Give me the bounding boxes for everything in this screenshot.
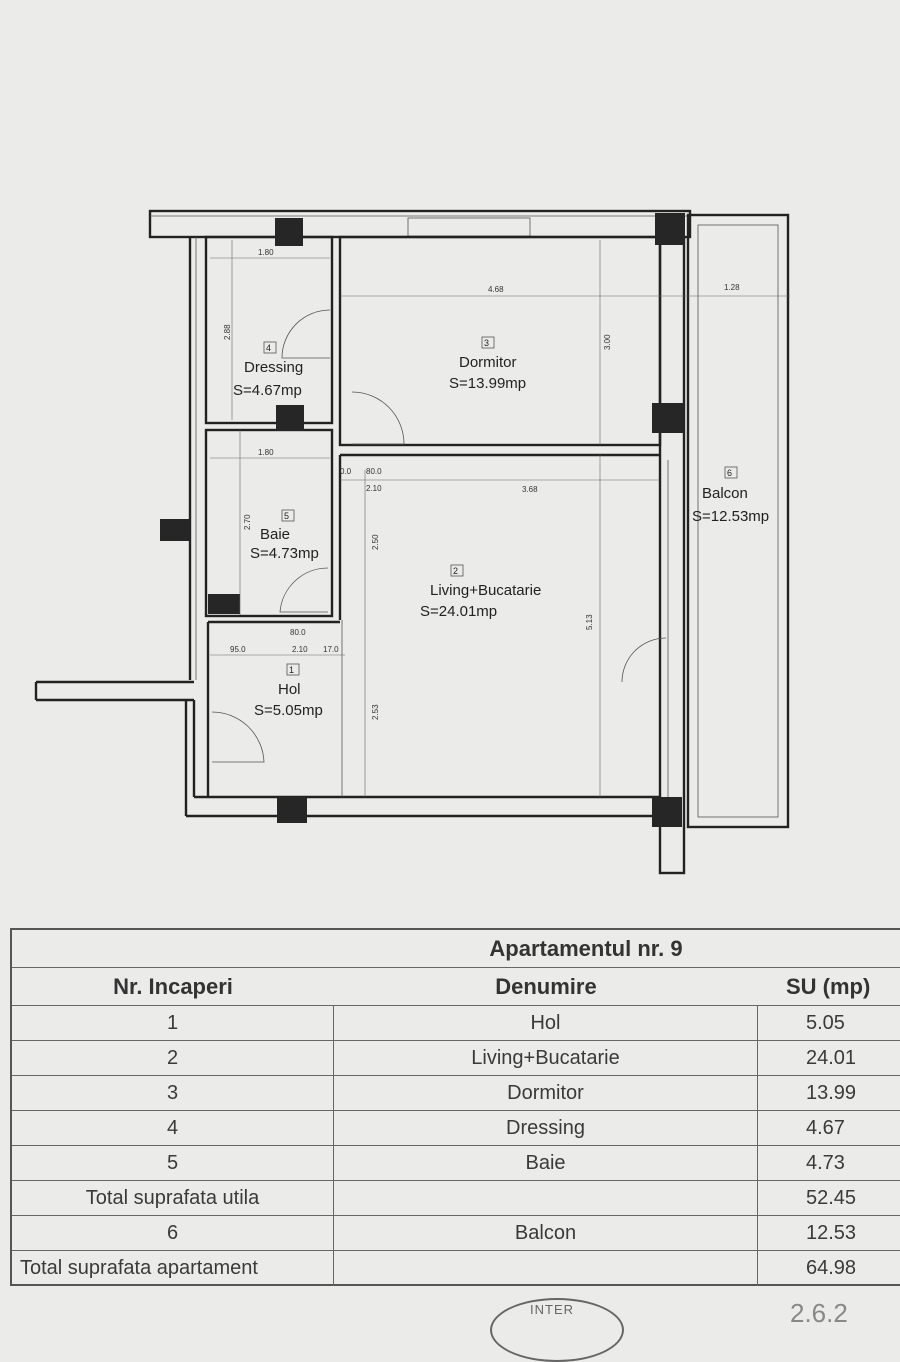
room-num-dressing: 4	[266, 343, 271, 353]
facade-wall	[658, 235, 686, 875]
dim-baie-w: 1.80	[258, 448, 274, 457]
cell-nr: 3	[12, 1076, 334, 1110]
door-entrance	[211, 711, 265, 763]
cell-name	[334, 1251, 758, 1286]
room-area-balcon: S=12.53mp	[692, 508, 769, 525]
dim-balcon-w: 1.28	[724, 283, 740, 292]
balcony-outline	[686, 213, 790, 829]
cell-su: 4.67	[806, 1116, 845, 1139]
table-title-row: Apartamentul nr. 9	[12, 930, 900, 968]
door-balcon	[621, 637, 667, 683]
room-num-living: 2	[453, 566, 458, 576]
dim-corr-w: 2.10	[366, 484, 382, 493]
cell-name: Living+Bucatarie	[334, 1041, 758, 1075]
stamp-text: INTER	[530, 1302, 574, 1317]
door-dormitor	[351, 391, 405, 445]
cell-name: Dormitor	[334, 1076, 758, 1110]
cell-total-apt-label: Total suprafata apartament	[12, 1251, 334, 1286]
cell-nr: 6	[12, 1216, 334, 1250]
door-dressing	[281, 309, 331, 359]
room-name-dormitor: Dormitor	[459, 354, 517, 371]
room-num-baie: 5	[284, 511, 289, 521]
room-name-baie: Baie	[260, 526, 290, 543]
cell-nr: 4	[12, 1111, 334, 1145]
dim-hol-c: 2.10	[292, 645, 308, 654]
room-name-balcon: Balcon	[702, 485, 748, 502]
cell-su: 12.53	[806, 1221, 857, 1244]
room-name-living: Living+Bucatarie	[430, 582, 541, 599]
table-row: 5 Baie 4.73	[12, 1146, 900, 1181]
dim-hol-b: 80.0	[290, 628, 306, 637]
door-baie	[279, 567, 329, 613]
dim-dressing-w: 1.80	[258, 248, 274, 257]
room-name-dressing: Dressing	[244, 359, 303, 376]
room-baie-outline	[204, 428, 334, 618]
cell-su: 64.98	[806, 1257, 857, 1279]
table-header-row: Nr. Incaperi Denumire SU (mp)	[12, 968, 900, 1006]
table-row: 3 Dormitor 13.99	[12, 1076, 900, 1111]
table-row: 2 Living+Bucatarie 24.01	[12, 1041, 900, 1076]
table-row: 1 Hol 5.05	[12, 1006, 900, 1041]
window-dormitor	[407, 217, 531, 237]
room-dormitor-outline	[338, 235, 662, 447]
header-nr: Nr. Incaperi	[113, 973, 233, 999]
cell-su: 24.01	[806, 1046, 857, 1069]
dim-hol-a: 95.0	[230, 645, 246, 654]
dim-dormitor-w: 4.68	[488, 285, 504, 294]
table-row: 4 Dressing 4.67	[12, 1111, 900, 1146]
room-num-dormitor: 3	[484, 338, 489, 348]
floor-plan: 1.80 2.88 4.68 3.00 1.28 1.80 2.70 0.0 8…	[34, 209, 790, 875]
corner-text: 2.6.2	[790, 1298, 848, 1328]
cell-su: 13.99	[806, 1081, 857, 1104]
table-row: 6 Balcon 12.53	[12, 1216, 900, 1251]
area-table: Apartamentul nr. 9 Nr. Incaperi Denumire…	[10, 928, 900, 1286]
room-num-hol: 1	[289, 665, 294, 675]
room-area-baie: S=4.73mp	[250, 545, 319, 562]
cell-su: 5.05	[806, 1011, 845, 1034]
room-dressing-outline	[204, 235, 334, 425]
room-num-balcon: 6	[727, 468, 732, 478]
header-su: SU (mp)	[786, 973, 871, 999]
cell-name: Hol	[334, 1006, 758, 1040]
cell-su: 52.45	[806, 1186, 857, 1209]
table-title: Apartamentul nr. 9	[489, 935, 683, 961]
cell-name: Balcon	[334, 1216, 758, 1250]
header-denumire: Denumire	[495, 973, 597, 999]
dim-living-h1: 2.50	[371, 534, 380, 550]
room-area-dressing: S=4.67mp	[233, 382, 302, 399]
room-area-living: S=24.01mp	[420, 603, 497, 620]
cell-name: Baie	[334, 1146, 758, 1180]
cell-name: Dressing	[334, 1111, 758, 1145]
dim-door-b: 80.0	[366, 467, 382, 476]
cell-su: 4.73	[806, 1151, 845, 1174]
dim-baie-h: 2.70	[243, 514, 252, 530]
table-row-total-apt: Total suprafata apartament 64.98	[12, 1251, 900, 1286]
cell-total-util-label: Total suprafata utila	[12, 1181, 334, 1215]
dim-living-w: 3.68	[522, 485, 538, 494]
dim-door-a: 0.0	[340, 467, 352, 476]
cell-nr: 5	[12, 1146, 334, 1180]
table-row-total-util: Total suprafata utila 52.45	[12, 1181, 900, 1216]
room-area-dormitor: S=13.99mp	[449, 375, 526, 392]
dim-living-total: 5.13	[585, 614, 594, 630]
dim-dormitor-h: 3.00	[603, 334, 612, 350]
dim-dressing-h: 2.88	[223, 324, 232, 340]
cell-nr: 1	[12, 1006, 334, 1040]
top-wall	[148, 209, 692, 239]
cell-name	[334, 1181, 758, 1215]
dim-living-h2: 2.53	[371, 704, 380, 720]
cell-nr: 2	[12, 1041, 334, 1075]
room-name-hol: Hol	[278, 681, 301, 698]
dim-hol-d: 17.0	[323, 645, 339, 654]
room-area-hol: S=5.05mp	[254, 702, 323, 719]
